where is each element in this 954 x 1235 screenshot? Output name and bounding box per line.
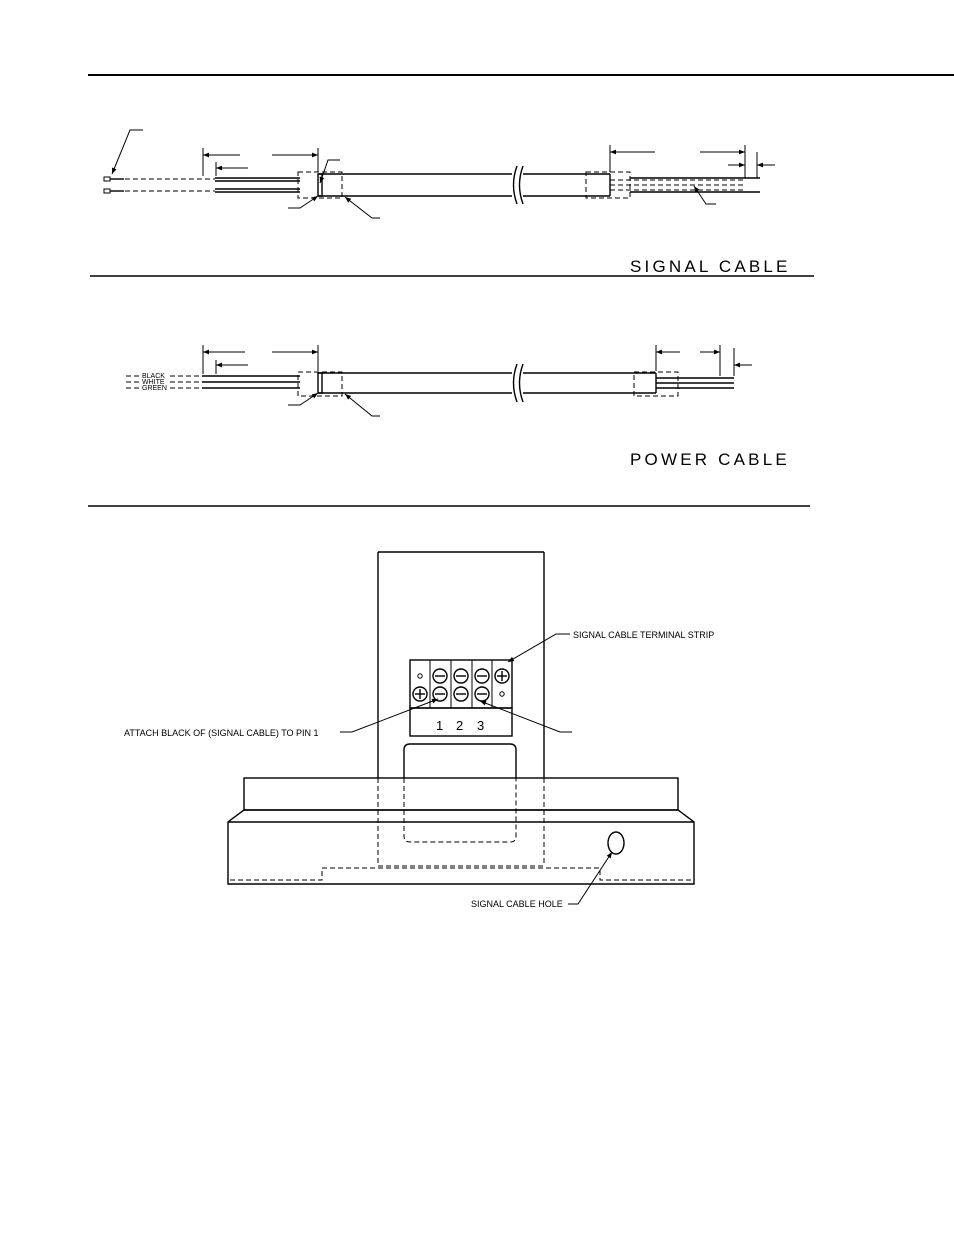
- power-wire-label-white: WHITE: [142, 379, 165, 386]
- signal-cable-hole-label: SIGNAL CABLE HOLE: [471, 899, 563, 909]
- pin-label-2: 2: [456, 718, 463, 733]
- signal-terminal-lugs: [103, 176, 124, 194]
- power-cable-title: POWER CABLE: [630, 450, 790, 469]
- signal-cable-title: SIGNAL CABLE: [630, 257, 791, 276]
- terminal-strip-label: SIGNAL CABLE TERMINAL STRIP: [573, 630, 714, 640]
- attach-black-label: ATTACH BLACK OF (SIGNAL CABLE) TO PIN 1: [124, 728, 319, 738]
- terminal-strip: 1 2 3: [409, 659, 513, 737]
- terminal-screws-top: [432, 668, 510, 684]
- signal-cable-hole: [607, 831, 625, 855]
- pin-label-3: 3: [477, 718, 484, 733]
- power-wire-label-black: BLACK: [142, 373, 165, 380]
- pin-label-1: 1: [436, 718, 443, 733]
- power-wire-label-green: GREEN: [142, 385, 167, 392]
- terminal-housing-drawing: [227, 551, 695, 885]
- signal-cable-drawing: [103, 129, 775, 219]
- power-cable-drawing: BLACK WHITE GREEN: [126, 345, 752, 417]
